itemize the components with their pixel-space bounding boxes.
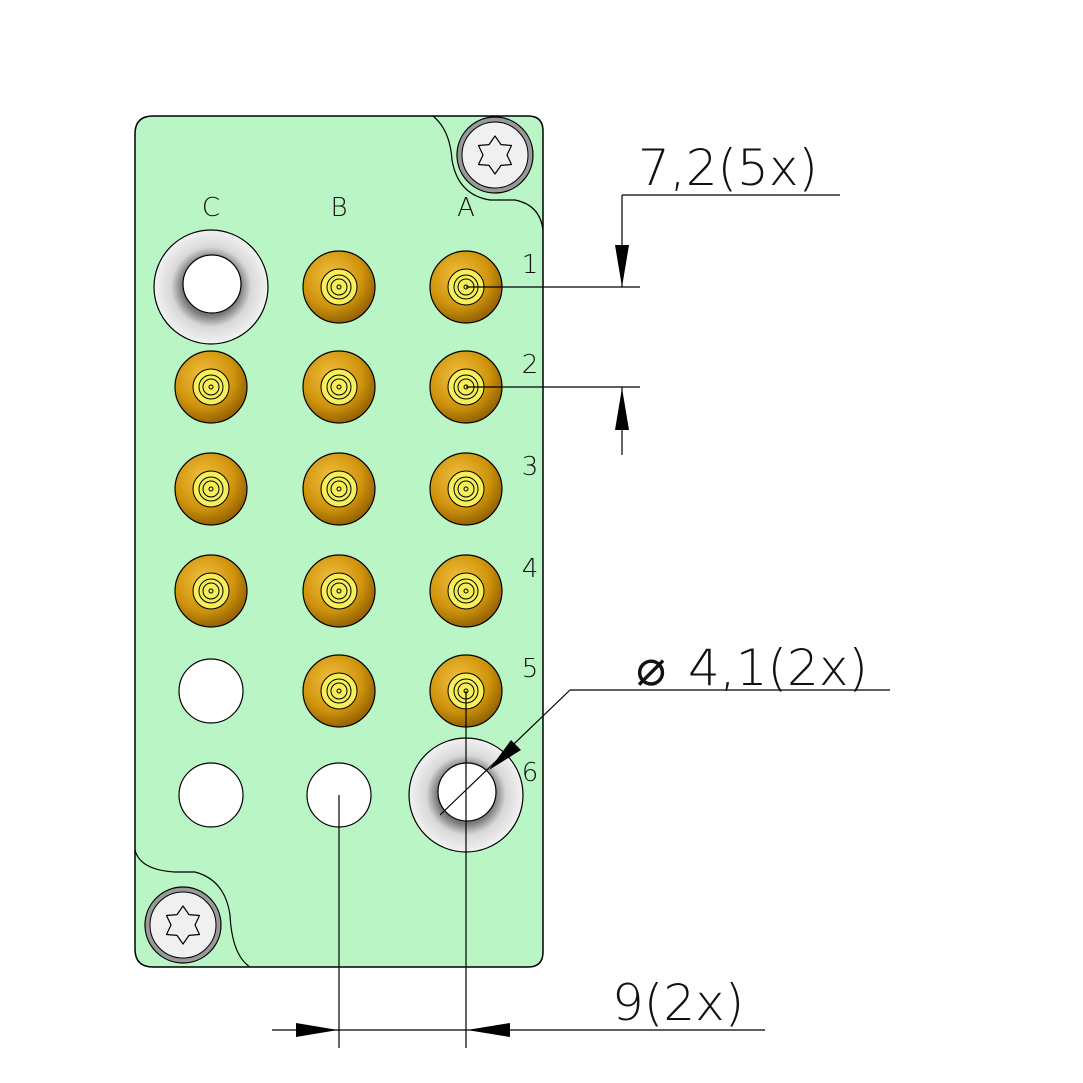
contact-pin-B5	[302, 654, 376, 728]
torx-screw-icon	[144, 886, 222, 964]
contact-pin-A4	[429, 554, 503, 628]
contact-pin-A3	[429, 452, 503, 526]
contact-ring-C1	[153, 229, 269, 345]
column-label: A	[457, 193, 475, 223]
contact-hole-C5	[178, 658, 244, 724]
row-label: 2	[522, 350, 539, 380]
contact-pin-C4	[174, 554, 248, 628]
body-notch-top	[432, 115, 544, 231]
dimension-vertical-pitch-label: 7,2(5x)	[638, 139, 818, 197]
dimension-hole-diameter	[439, 689, 890, 816]
contact-pin-B3	[302, 452, 376, 526]
contact-pin-B1	[302, 250, 376, 324]
row-label: 3	[522, 452, 539, 482]
row-label: 4	[522, 554, 539, 584]
contact-pin-B4	[302, 554, 376, 628]
dimension-horizontal-pitch	[272, 691, 765, 1048]
row-label: 5	[522, 654, 539, 684]
column-label: B	[330, 193, 347, 223]
row-label: 6	[522, 758, 539, 788]
row-label: 1	[522, 250, 539, 280]
contact-pin-C2	[174, 350, 248, 424]
torx-screw-icon	[456, 116, 534, 194]
diameter-symbol: ⌀	[636, 639, 666, 697]
contact-pin-C3	[174, 452, 248, 526]
column-label: C	[202, 193, 220, 223]
contact-pin-B2	[302, 350, 376, 424]
dimension-hole-diameter-label: 4,1(2x)	[688, 639, 868, 697]
contact-hole-C6	[178, 762, 244, 828]
dimension-horizontal-pitch-label: 9(2x)	[612, 974, 744, 1032]
body-notch-bottom	[134, 849, 251, 968]
dimension-vertical-pitch	[466, 194, 840, 455]
